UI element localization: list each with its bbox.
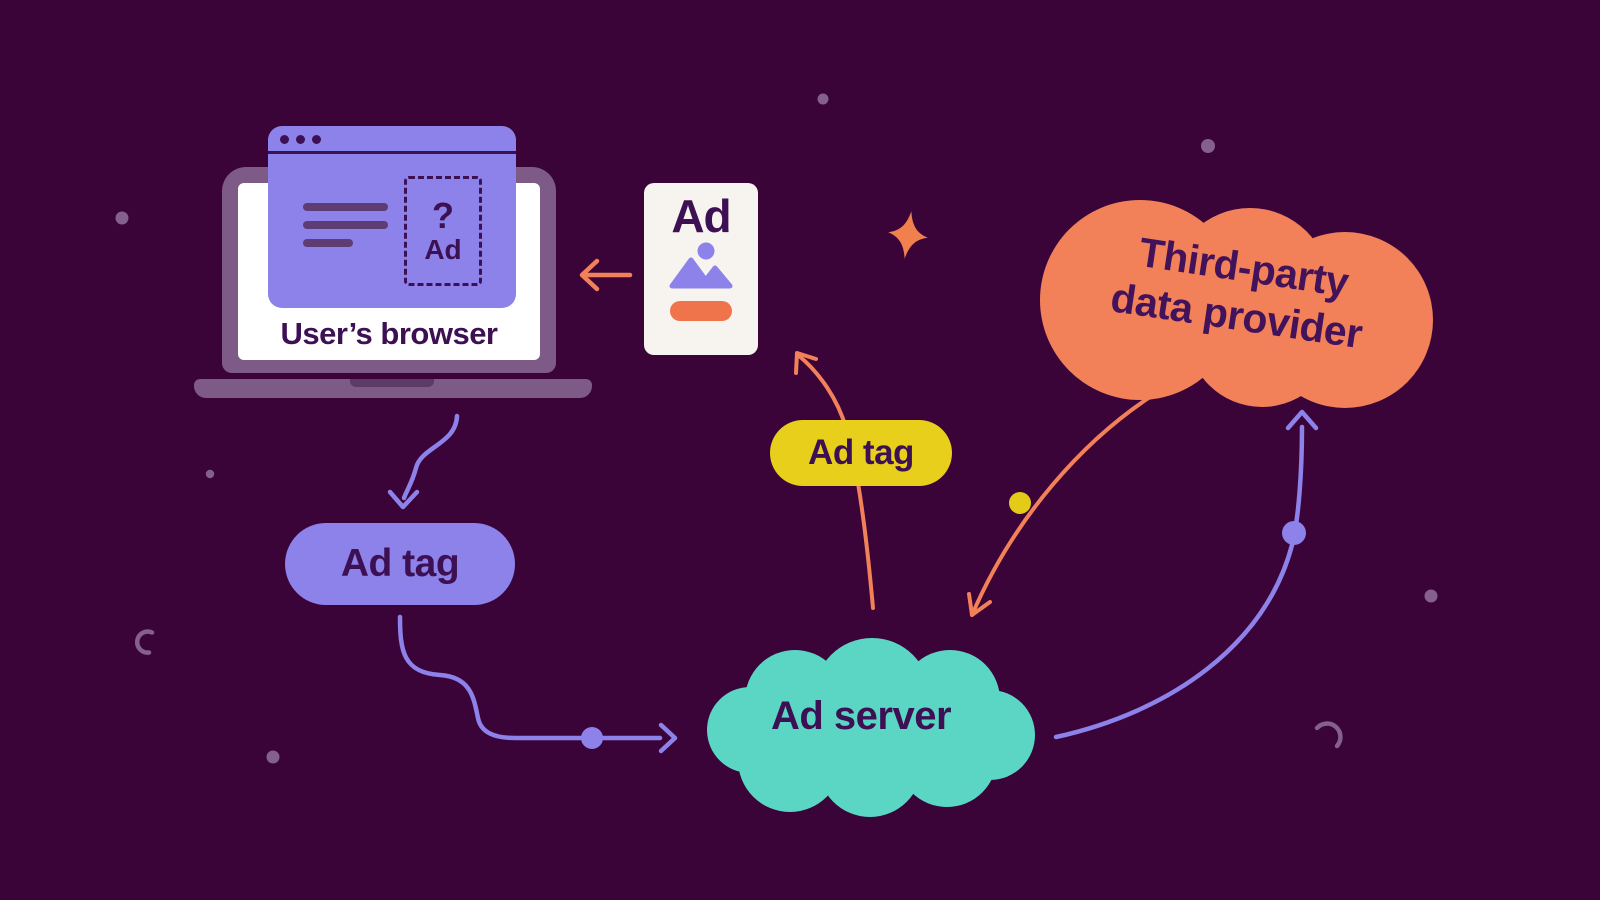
page-text-line xyxy=(303,239,353,247)
ad-tag-response-label: Ad tag xyxy=(808,433,914,472)
users-browser-label: User’s browser xyxy=(280,316,499,351)
purple-connector-dot-left xyxy=(581,727,603,749)
ad-slot-question-mark: ? xyxy=(432,195,454,236)
ad-creative-label: Ad xyxy=(671,190,731,242)
ad-tag-pill-response: Ad tag xyxy=(770,420,952,486)
ad-slot-label: Ad xyxy=(424,234,462,265)
sparkle-icon xyxy=(888,211,928,259)
decorative-dots xyxy=(115,93,1438,764)
ad-tag-request-label: Ad tag xyxy=(340,542,460,585)
decorative-crescents xyxy=(134,629,1343,749)
laptop-base xyxy=(194,379,592,398)
ad-server-cloud xyxy=(707,638,1035,817)
browser-titlebar xyxy=(268,126,516,154)
browser-dots-icon xyxy=(280,135,321,144)
arrow-adserver-to-provider xyxy=(1053,409,1319,740)
ad-tag-pill-request: Ad tag xyxy=(285,523,515,605)
arrow-provider-to-adserver xyxy=(967,395,1152,617)
yellow-connector-dot xyxy=(1009,492,1031,514)
arrow-browser-to-adtag xyxy=(387,413,460,510)
ad-cta-bar xyxy=(670,300,732,321)
ad-server-label: Ad server xyxy=(770,694,952,738)
arrow-adcreative-to-browser xyxy=(579,258,633,292)
browser-window: ? Ad xyxy=(268,126,516,308)
ad-creative-card: Ad xyxy=(644,183,758,355)
third-party-blob xyxy=(1040,200,1433,408)
arrow-adtag-to-adserver xyxy=(397,614,678,754)
page-text-line xyxy=(303,221,388,229)
mountain-image-icon xyxy=(669,242,733,289)
laptop-notch xyxy=(350,379,434,387)
empty-ad-slot: ? Ad xyxy=(404,176,482,286)
purple-connector-dot-right xyxy=(1282,521,1306,545)
page-text-line xyxy=(303,203,388,211)
